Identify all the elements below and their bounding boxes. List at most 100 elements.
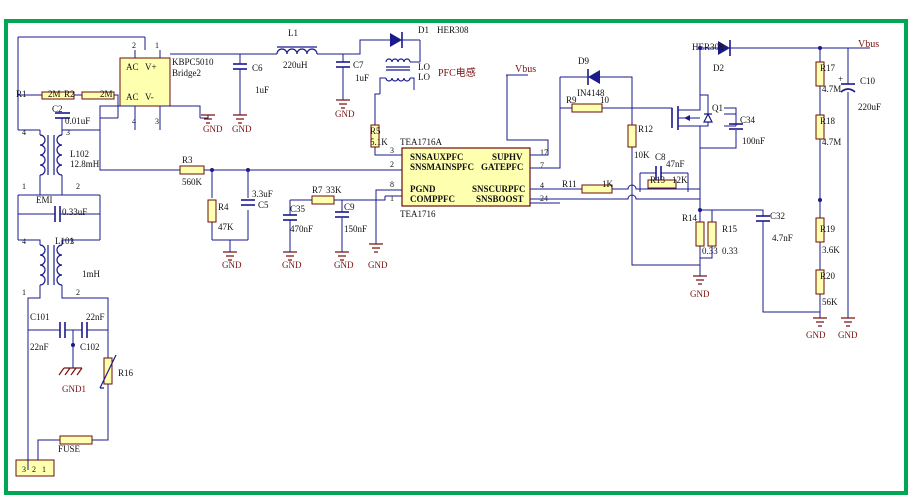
c34-ref: C34 bbox=[740, 115, 756, 125]
svg-text:GND: GND bbox=[282, 260, 302, 270]
ic-pin-gatepfc: GATEPFC bbox=[481, 162, 523, 172]
r7-ref: R7 bbox=[312, 185, 323, 195]
ic-pin-comppfc: COMPPFC bbox=[410, 194, 455, 204]
c10-ref: C10 bbox=[860, 76, 876, 86]
l1-ref: L1 bbox=[288, 28, 298, 38]
resistor-r18: R18 4.7M bbox=[815, 114, 841, 147]
c5-value: 3.3uF bbox=[252, 189, 273, 199]
r19-value: 3.6K bbox=[822, 245, 840, 255]
resistor-r20: R20 56K bbox=[815, 269, 838, 307]
svg-text:17: 17 bbox=[540, 148, 548, 157]
r15-value: 0.33 bbox=[722, 246, 738, 256]
c9-value: 150nF bbox=[344, 224, 367, 234]
r5-value: 5.1K bbox=[370, 137, 388, 147]
resistor-r19: R19 3.6K bbox=[815, 217, 840, 255]
capacitor-c7: C7 1uF bbox=[336, 60, 369, 100]
d9-value: IN4148 bbox=[577, 88, 605, 98]
r4-value: 47K bbox=[218, 222, 234, 232]
resistor-r5: R5 5.1K bbox=[370, 124, 388, 148]
r19-ref: R19 bbox=[820, 224, 836, 234]
svg-text:GND: GND bbox=[806, 330, 826, 340]
c35-value: 470nF bbox=[290, 224, 313, 234]
bridge-vm-label: V- bbox=[145, 92, 154, 102]
bridge-pin-2: 2 bbox=[132, 41, 136, 50]
resistor-r3: R3 560K bbox=[179, 155, 205, 187]
svg-text:1: 1 bbox=[22, 288, 26, 297]
diode-d2: HER308 D2 bbox=[692, 40, 731, 73]
bridge-pin-4: 4 bbox=[132, 117, 136, 126]
bridge-part: KBPC5010 bbox=[172, 57, 214, 67]
r9-ref: R9 bbox=[566, 95, 577, 105]
fuse: FUSE bbox=[58, 435, 93, 454]
c35-ref: C35 bbox=[290, 204, 306, 214]
capacitor-c34: C34 100nF bbox=[729, 115, 765, 146]
l101-ref: L101 bbox=[55, 236, 74, 246]
mosfet-q1: Q1 bbox=[671, 94, 723, 150]
capacitor-c-right: 22nF bbox=[65, 312, 108, 338]
common-mode-choke-l102: 4 3 1 2 L102 12.8mH bbox=[22, 128, 100, 191]
c-x2-value: 0.33uF bbox=[62, 207, 87, 217]
gnd-symbol-c35: GND bbox=[282, 251, 302, 270]
svg-text:1: 1 bbox=[42, 465, 46, 474]
resistor-r13: R13 12K bbox=[647, 175, 688, 189]
bridge-pin-3: 3 bbox=[155, 117, 159, 126]
svg-text:GND: GND bbox=[334, 260, 354, 270]
r11-ref: R11 bbox=[562, 179, 577, 189]
resistor-r11: R11 1K bbox=[562, 179, 614, 194]
r16-ref: R16 bbox=[118, 368, 134, 378]
ic-pin-snsmainspfc: SNSMAINSPFC bbox=[410, 162, 474, 172]
gnd-symbol-r20: GND bbox=[806, 317, 827, 340]
gnd-symbol-r4c5: GND bbox=[222, 251, 242, 270]
capacitor-c6: C6 1uF bbox=[233, 63, 269, 115]
capacitor-c5: 3.3uF C5 bbox=[241, 189, 273, 210]
common-mode-choke-l101: 4 3 1 2 L101 1mH bbox=[22, 236, 101, 297]
capacitor-c101: C101 22nF bbox=[28, 312, 66, 352]
c32-value: 4.7nF bbox=[772, 233, 793, 243]
svg-text:GND: GND bbox=[838, 330, 858, 340]
svg-text:+: + bbox=[838, 74, 843, 84]
ic-part: TEA1716 bbox=[400, 209, 436, 219]
r20-value: 56K bbox=[822, 297, 838, 307]
ic-pin-snsauxpfc: SNSAUXPFC bbox=[410, 152, 464, 162]
electrolytic-capacitor-c10: C10 220uF + bbox=[838, 74, 881, 112]
svg-text:GND: GND bbox=[232, 124, 252, 134]
svg-text:2: 2 bbox=[76, 182, 80, 191]
c32-ref: C32 bbox=[770, 211, 785, 221]
gnd-symbol-bridge: GND bbox=[200, 114, 223, 134]
c101-value: 22nF bbox=[30, 342, 49, 352]
varistor-r16: R16 bbox=[99, 354, 134, 389]
capacitor-c35: C35 470nF bbox=[283, 204, 313, 234]
ic-pin-pgnd: PGND bbox=[410, 184, 436, 194]
capacitor-x2: 0.33uF bbox=[18, 206, 100, 222]
d1-value: HER308 bbox=[437, 25, 469, 35]
svg-text:1: 1 bbox=[22, 182, 26, 191]
svg-text:2: 2 bbox=[32, 465, 36, 474]
r3-value: 560K bbox=[182, 177, 203, 187]
r2-ref: R2 bbox=[64, 89, 75, 99]
svg-text:2: 2 bbox=[390, 160, 394, 169]
svg-text:GND1: GND1 bbox=[62, 384, 86, 394]
c101-ref: C101 bbox=[30, 312, 50, 322]
gnd-symbol-c6: GND bbox=[232, 114, 252, 134]
resistor-r7: R7 33K bbox=[311, 185, 342, 205]
r14-ref: R14 bbox=[682, 213, 698, 223]
r17-ref: R17 bbox=[820, 63, 836, 73]
gnd1-symbol: GND1 bbox=[58, 367, 86, 394]
svg-text:GND: GND bbox=[335, 109, 355, 119]
r15-ref: R15 bbox=[722, 224, 738, 234]
fuse-ref: FUSE bbox=[58, 444, 81, 454]
net-label-vbus-mid: Vbus bbox=[515, 64, 536, 75]
c6-value: 1uF bbox=[255, 85, 269, 95]
capacitor-c9: C9 150nF bbox=[335, 202, 367, 234]
svg-text:3: 3 bbox=[70, 237, 74, 246]
c2-value: 0.01uF bbox=[65, 116, 90, 126]
capacitor-c2: C2 0.01uF bbox=[52, 104, 90, 126]
r11-value: 1K bbox=[602, 179, 614, 189]
r18-ref: R18 bbox=[820, 116, 836, 126]
capacitor-c32: C32 4.7nF bbox=[756, 211, 793, 243]
pfc-tap-1: LO bbox=[418, 62, 430, 72]
svg-text:2: 2 bbox=[76, 288, 80, 297]
r17-value: 4.7M bbox=[822, 84, 841, 94]
l102-value: 12.8mH bbox=[70, 159, 100, 169]
